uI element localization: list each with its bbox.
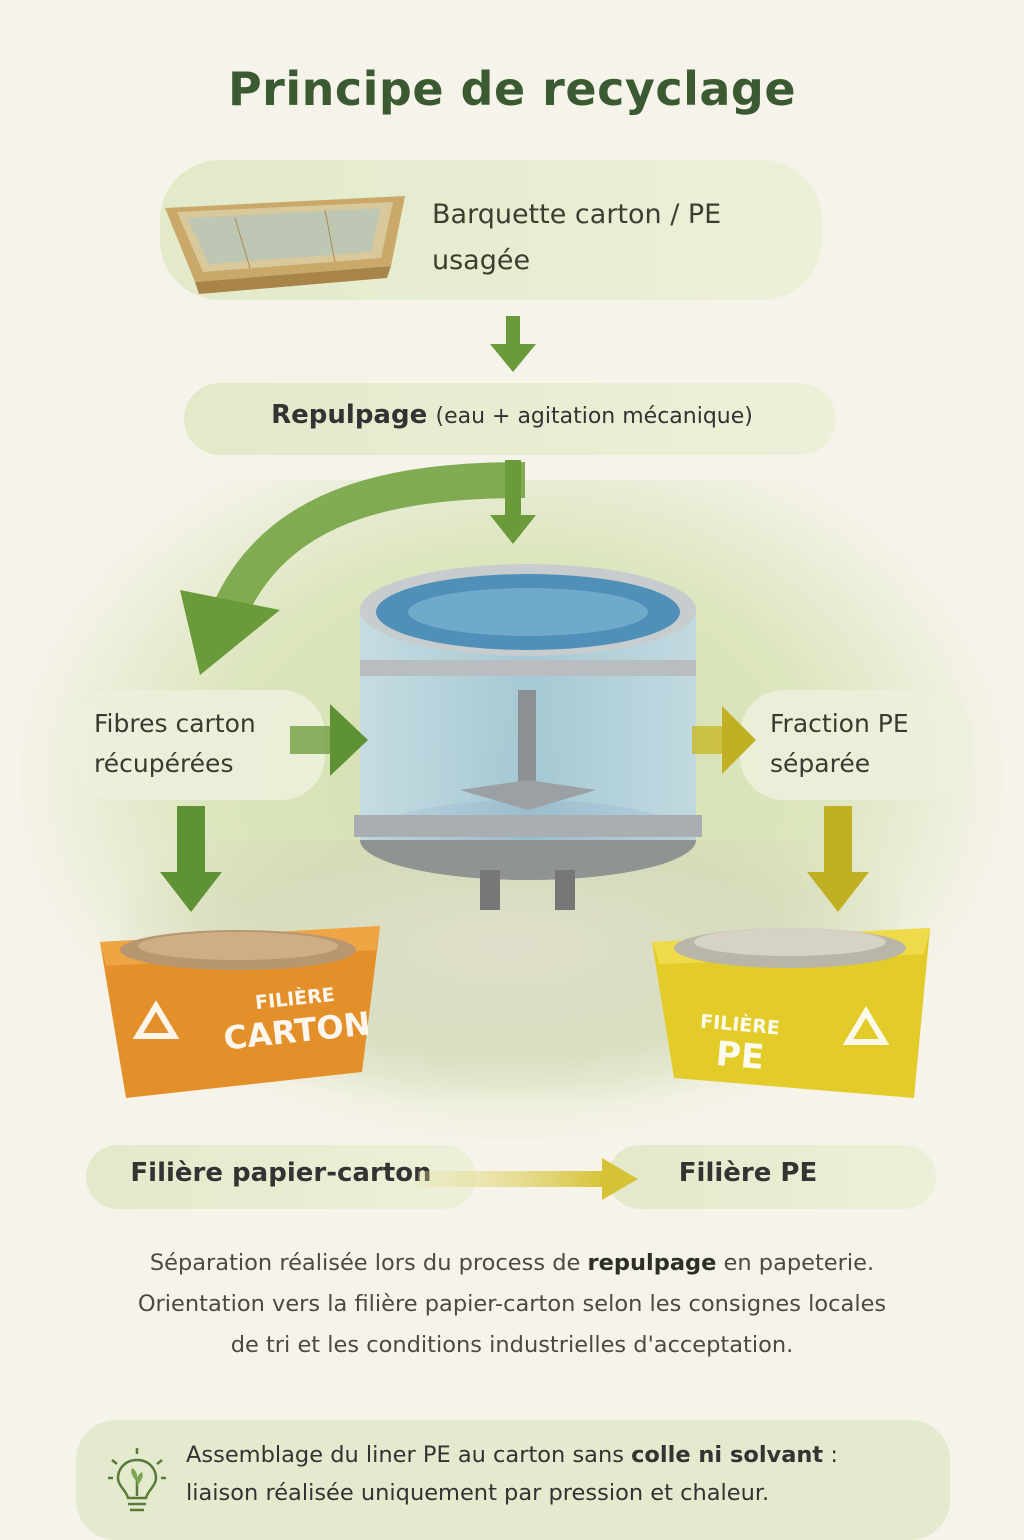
arrow-down-icon [488,316,538,374]
note-bold: colle ni solvant [631,1442,823,1468]
step-repulpage-label: Repulpage (eau + agitation mécanique) [0,400,1024,430]
step-repulpage-title: Repulpage [271,400,427,430]
fibres-label: Fibres carton récupérées [94,704,256,784]
tray-icon [155,178,417,298]
description-part1: Séparation réalisée lors du process de [150,1250,588,1276]
pe-fraction-line1: Fraction PE [770,704,909,744]
description-line1: Séparation réalisée lors du process de r… [60,1243,964,1284]
note-text: Assemblage du liner PE au carton sans co… [186,1436,906,1512]
note-line2: liaison réalisée uniquement par pression… [186,1474,906,1512]
lightbulb-leaf-icon [108,1446,166,1518]
note-part2: : [823,1442,838,1468]
step-repulpage-detail: (eau + agitation mécanique) [435,404,752,429]
description-line2: Orientation vers la filière papier-carto… [60,1284,964,1325]
description-part2: en papeterie. [716,1250,874,1276]
step-used-tray-line1: Barquette carton / PE [432,192,721,238]
arrow-right-yellow-icon [692,700,758,780]
destination-pe-label: Filière PE [608,1158,888,1188]
page-title: Principe de recyclage [0,62,1024,116]
pulper-tank-icon [350,540,705,920]
step-used-tray-line2: usagée [432,238,721,284]
description-text: Séparation réalisée lors du process de r… [60,1243,964,1366]
description-bold: repulpage [588,1250,717,1276]
arrow-horizontal-icon [418,1156,640,1202]
pe-fraction-label: Fraction PE séparée [770,704,909,784]
arrow-down-left-icon [158,806,224,914]
step-used-tray-label: Barquette carton / PE usagée [432,192,721,284]
fibres-line1: Fibres carton [94,704,256,744]
arrow-down-right-icon [805,806,871,914]
note-part1: Assemblage du liner PE au carton sans [186,1442,631,1468]
pe-fraction-line2: séparée [770,744,909,784]
pe-bin-label-big: PE [688,1032,791,1081]
arrow-right-icon [290,700,370,780]
fibres-line2: récupérées [94,744,256,784]
description-line3: de tri et les conditions industrielles d… [60,1325,964,1366]
note-line1: Assemblage du liner PE au carton sans co… [186,1436,906,1474]
